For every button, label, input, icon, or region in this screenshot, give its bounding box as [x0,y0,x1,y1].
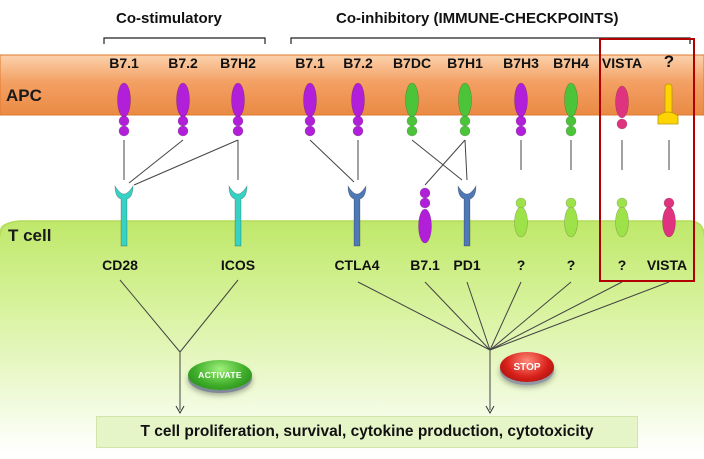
b7-1-tcell-icon [418,208,432,244]
b7h3-ligand-icon [515,125,527,137]
apc-ligand-label: ? [663,52,675,71]
b7dc-ligand-icon [406,125,418,137]
b7-2-ligand-icon [177,125,189,137]
costim-bracket [103,37,266,44]
b7-1-ligand-icon [117,82,131,118]
apc-ligand-label: B7H2 [220,55,256,71]
b7-1-tcell-icon [419,197,431,209]
b7-1-ligand-icon [303,82,317,118]
t-receptor-label: VISTA [646,257,688,273]
b7dc-ligand-icon [405,82,419,118]
arrowhead-activate [175,405,185,415]
b7h1-ligand-icon [459,125,471,137]
t-receptor-label: ? [617,257,627,273]
b7h2-ligand-icon [232,115,244,127]
signal-lines [119,279,670,410]
b7h2-ligand-icon [232,125,244,137]
apc-ligand-label: B7.1 [109,55,139,71]
t-receptor-label: B7.1 [410,257,440,273]
apc-ligand-label: B7H4 [553,55,589,71]
apc-ligand-label: B7DC [392,55,432,71]
t-receptor-label: ? [566,257,576,273]
vista-highlight-box [599,38,695,282]
b7-1-tcell-icon [419,187,431,199]
b7-2-ligand-icon [177,115,189,127]
unknown-receptor-icon [514,206,528,238]
b7h4-ligand-icon [565,125,577,137]
arrowhead-stop [485,405,495,415]
vista-ligand-icon [616,118,628,130]
b7-2-ligand-icon [351,82,365,118]
t-receptor-label: PD1 [453,257,481,273]
b7h1-ligand-icon [458,82,472,118]
unknown-receptor-icon [564,206,578,238]
unknown-receptor-icon [515,197,527,209]
apc-ligand-label: B7H3 [503,55,539,71]
ctla4-receptor-icon [347,184,367,247]
t-receptor-label: CD28 [102,257,138,273]
apc-ligand-label: B7.2 [168,55,198,71]
b7-1-ligand-icon [118,125,130,137]
icos-receptor-icon [228,184,248,247]
vista-receptor-icon [662,206,676,238]
stop-button[interactable]: STOP [500,352,554,382]
t-receptor-label: CTLA4 [334,257,380,273]
b7-2-ligand-icon [352,125,364,137]
activate-button[interactable]: ACTIVATE [188,360,252,390]
unknown-receptor-icon [565,197,577,209]
b7-1-ligand-icon [304,115,316,127]
vista-ligand-icon [615,85,629,119]
outcome-text: T cell proliferation, survival, cytokine… [96,416,638,448]
b7-1-ligand-icon [118,115,130,127]
t-receptor-label: ? [516,257,526,273]
t-receptor-label: ICOS [220,257,256,273]
b7h1-ligand-icon [459,115,471,127]
coinhibitory-heading: Co-inhibitory (IMMUNE-CHECKPOINTS) [336,10,619,27]
b7-1-ligand-icon [304,125,316,137]
b7-2-ligand-icon [352,115,364,127]
unknown-receptor-icon [615,206,629,238]
interaction-lines [123,139,670,186]
apc-label: APC [6,86,42,105]
pd1-receptor-icon [457,184,477,247]
tcell-label: T cell [8,226,52,245]
apc-ligand-label: B7.2 [343,55,373,71]
apc-ligand-label: B7.1 [295,55,325,71]
b7dc-ligand-icon [406,115,418,127]
b7h3-ligand-icon [514,82,528,118]
b7h4-ligand-icon [565,115,577,127]
unknown-ligand-icon [657,111,679,125]
coinhib-bracket [290,37,691,44]
costimulatory-heading: Co-stimulatory [116,10,222,27]
tcell-membrane [0,221,704,454]
cd28-receptor-icon [114,184,134,247]
b7-2-ligand-icon [176,82,190,118]
b7h4-ligand-icon [564,82,578,118]
apc-ligand-label: B7H1 [447,55,483,71]
apc-ligand-label: VISTA [601,55,643,71]
b7h3-ligand-icon [515,115,527,127]
b7h2-ligand-icon [231,82,245,118]
apc-membrane [0,54,704,116]
